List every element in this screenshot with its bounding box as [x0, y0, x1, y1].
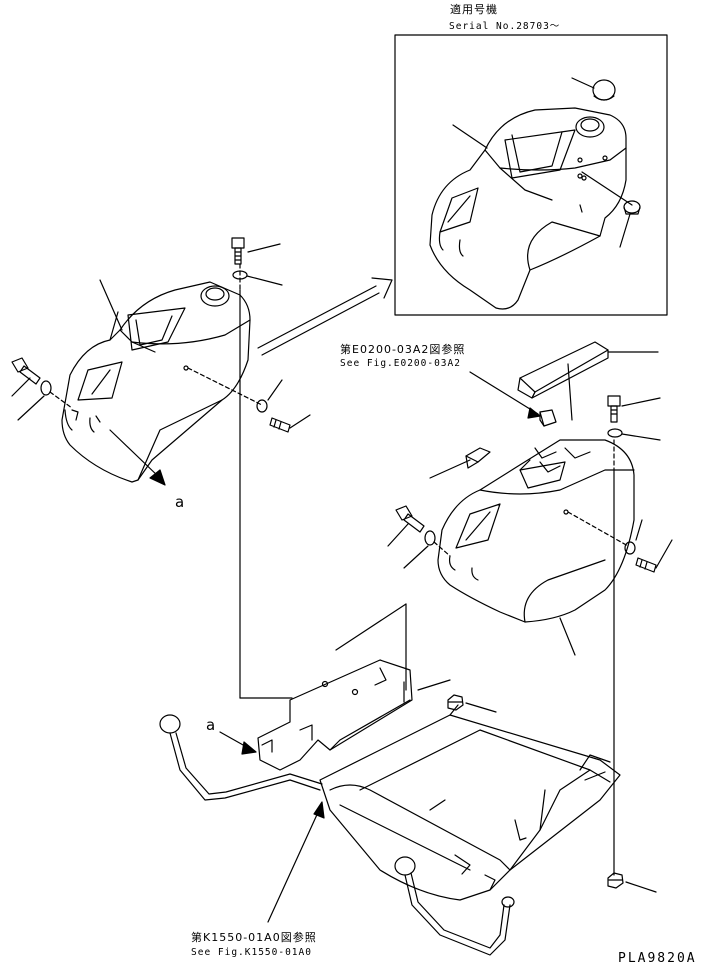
washer-left-cover-side [257, 400, 267, 412]
callout-a-lower: a [206, 716, 216, 734]
bolt-right-cover-side [636, 558, 656, 572]
clip-part [466, 448, 490, 468]
arrow-to-inset [258, 278, 392, 355]
switch-part [540, 410, 556, 426]
reference-e0200-jp: 第E0200-03A2図参照 [340, 343, 466, 356]
washer-right-upper [608, 429, 622, 437]
bolt-far-left [12, 358, 40, 384]
nut-lower-right [608, 873, 623, 888]
applicability-title: 適用号機 [450, 3, 498, 16]
console-cover-left [62, 282, 250, 482]
lever-bottom [395, 857, 514, 955]
knob-cap-inset [593, 80, 615, 100]
reference-k1550-en: See Fig.K1550-01A0 [191, 947, 312, 958]
console-cover-right [438, 440, 634, 622]
washer-right-cover-side [625, 542, 635, 554]
lever-left [160, 715, 322, 800]
reference-e0200-en: See Fig.E0200-03A2 [340, 358, 461, 369]
drawing-code: PLA9820A [618, 951, 697, 966]
serial-number-label: Serial No.28703〜 [449, 21, 561, 32]
console-cover-inset [430, 108, 626, 309]
plug-inset [624, 201, 640, 214]
reference-k1550-jp: 第K1550-01A0図参照 [191, 931, 317, 944]
inset-variant-box [395, 35, 667, 315]
callout-a-upper: a [175, 493, 185, 511]
washer-far-left [41, 381, 51, 395]
bolt-right-cover-left [396, 506, 424, 532]
bolt-top-left [232, 238, 244, 264]
nut-frame-top [448, 695, 463, 710]
washer-right-cover-left [425, 531, 435, 545]
arm-rest-pad [518, 342, 608, 398]
bolt-left-cover-side [270, 418, 290, 432]
bolt-right-upper [608, 396, 620, 422]
seat-bracket-frame [258, 660, 620, 900]
